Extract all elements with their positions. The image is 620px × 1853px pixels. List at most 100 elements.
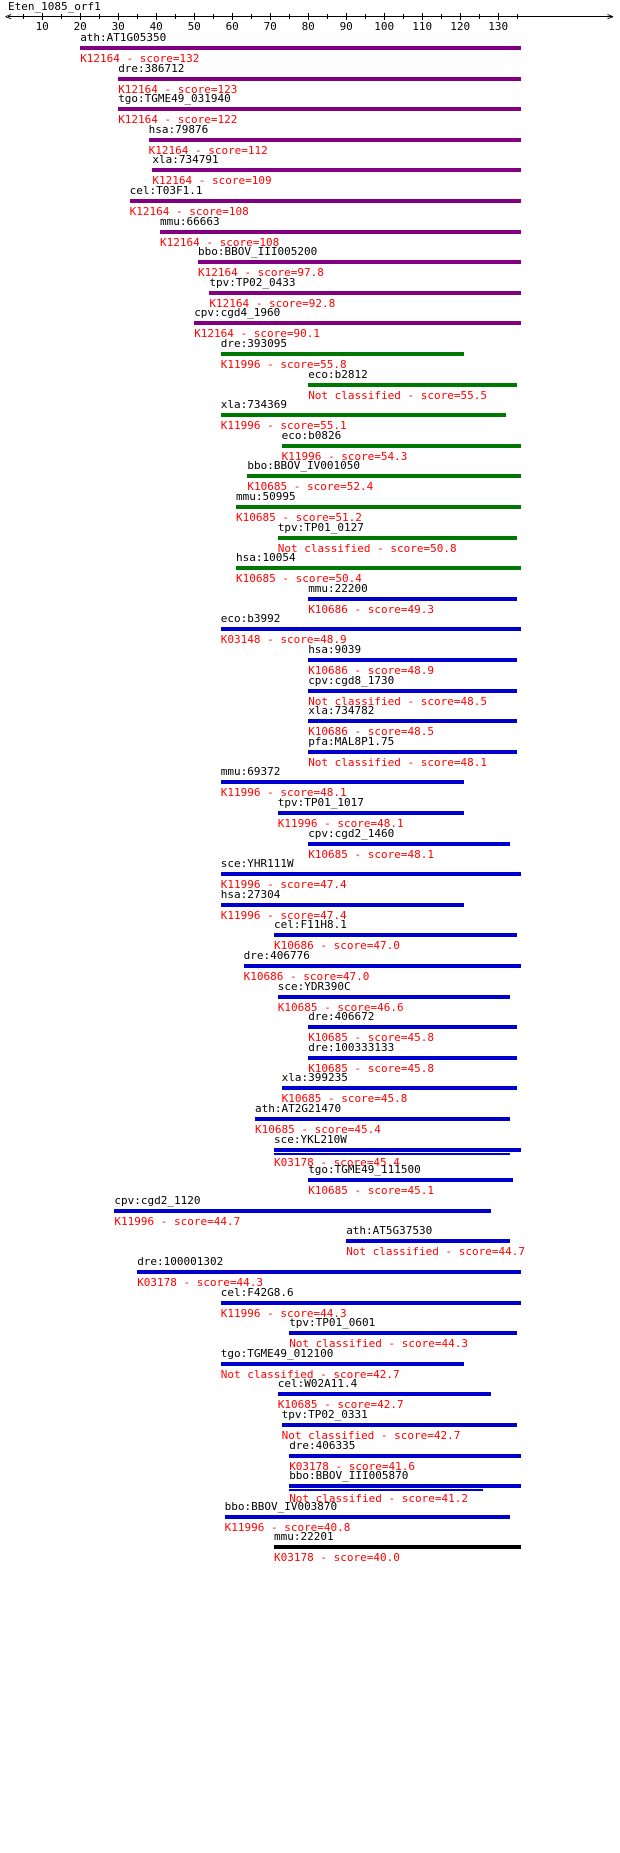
hit-gene-label[interactable]: xla:734782 (308, 704, 375, 718)
hit-score-label[interactable]: K10685 - score=45.1 (308, 1184, 435, 1198)
hit-score-label[interactable]: Not classified - score=44.7 (346, 1245, 525, 1259)
hit-gene-label[interactable]: pfa:MAL8P1.75 (308, 734, 395, 748)
hit-score-label[interactable]: K10685 - score=45.8 (281, 1092, 408, 1106)
hit-score-label[interactable]: K11996 - score=47.4 (220, 878, 347, 892)
hit-score-label[interactable]: K11996 - score=47.4 (220, 908, 347, 922)
hit-score-label[interactable]: K10685 - score=48.1 (308, 847, 435, 861)
hit-gene-label[interactable]: mmu:66663 (160, 214, 220, 228)
hit-gene-label[interactable]: mmu:69372 (220, 765, 281, 779)
hit-gene-label[interactable]: cpv:cgd4_1960 (194, 306, 281, 320)
hit-gene-label[interactable]: cel:W02A11.4 (277, 1377, 358, 1391)
hit-gene-label[interactable]: hsa:79876 (148, 122, 209, 136)
hit-score-label[interactable]: K11996 - score=55.1 (220, 419, 347, 433)
hit-gene-label[interactable]: hsa:10054 (236, 551, 296, 565)
hit-gene-label[interactable]: tgo:TGME49_012100 (220, 1346, 334, 1360)
hit-gene-label[interactable]: tpv:TP02_0331 (281, 1408, 368, 1421)
hit-gene-label[interactable]: dre:406335 (289, 1438, 356, 1452)
hit-score-label[interactable]: K10686 - score=47.0 (243, 970, 370, 983)
hit-score-label[interactable]: K10686 - score=47.0 (274, 939, 400, 953)
hit-score-label[interactable]: K10686 - score=48.9 (308, 664, 435, 677)
hit-gene-label[interactable]: bbo:BBOV_IV003870 (224, 1499, 338, 1513)
hit-score-label[interactable]: K10685 - score=42.7 (277, 1398, 404, 1412)
hit-score-label[interactable]: Not classified - score=41.2 (289, 1492, 468, 1506)
hit-score-label[interactable]: K10685 - score=52.4 (247, 480, 374, 494)
hit-gene-label[interactable]: hsa:27304 (220, 887, 281, 901)
hit-gene-label[interactable]: eco:b3992 (220, 612, 281, 626)
hit-gene-label[interactable]: eco:b0826 (281, 428, 342, 442)
hit-gene-label[interactable]: ath:AT1G05350 (80, 31, 167, 44)
hit-gene-label[interactable]: dre:100333133 (308, 1040, 395, 1054)
hit-gene-label[interactable]: tgo:TGME49_111500 (308, 1163, 421, 1177)
hit-score-label[interactable]: K10685 - score=51.2 (236, 511, 362, 524)
hit-gene-label[interactable]: dre:406776 (243, 949, 310, 962)
hit-gene-label[interactable]: ath:AT2G21470 (255, 1102, 342, 1115)
hit-gene-label[interactable]: cel:F11H8.1 (274, 918, 347, 932)
hit-gene-label[interactable]: ath:AT5G37530 (346, 1224, 433, 1238)
hit-gene-label[interactable]: dre:393095 (220, 337, 288, 350)
hit-score-label[interactable]: Not classified - score=48.5 (308, 694, 487, 708)
hit-score-label[interactable]: K10685 - score=45.8 (308, 1061, 435, 1075)
hit-score-label[interactable]: K11996 - score=44.3 (220, 1306, 347, 1320)
hit-score-label[interactable]: K11996 - score=44.7 (114, 1214, 241, 1228)
hit-score-label[interactable]: K10685 - score=50.4 (236, 572, 362, 586)
hit-gene-label[interactable]: tpv:TP01_0601 (289, 1316, 376, 1330)
hit-score-label[interactable]: K12164 - score=132 (80, 52, 200, 65)
hit-gene-label[interactable]: dre:100001302 (137, 1255, 224, 1268)
hit-gene-label[interactable]: sce:YKL210W (274, 1132, 347, 1146)
hit-score-label[interactable]: Not classified - score=44.3 (289, 1337, 468, 1351)
hit-score-label[interactable]: K11996 - score=40.8 (224, 1520, 351, 1534)
hit-gene-label[interactable]: mmu:22201 (274, 1530, 334, 1544)
hit-score-label[interactable]: K10685 - score=45.8 (308, 1031, 435, 1045)
hit-score-label[interactable]: Not classified - score=50.8 (277, 541, 457, 555)
hit-gene-label[interactable]: xla:734791 (152, 153, 219, 167)
hit-score-label[interactable]: Not classified - score=42.7 (220, 1367, 400, 1381)
hit-gene-label[interactable]: sce:YDR390C (277, 979, 351, 993)
hit-gene-label[interactable]: tpv:TP01_0127 (277, 520, 364, 534)
hit-score-label[interactable]: K12164 - score=90.1 (194, 327, 321, 341)
hit-gene-label[interactable]: cel:F42G8.6 (220, 1285, 294, 1299)
hit-score-label[interactable]: K10685 - score=45.4 (255, 1123, 381, 1136)
hit-gene-label[interactable]: eco:b2812 (308, 367, 368, 381)
hit-score-label[interactable]: K10686 - score=49.3 (308, 602, 435, 616)
hit-score-label[interactable]: K11996 - score=55.8 (220, 358, 347, 371)
hit-score-label[interactable]: K11996 - score=48.1 (277, 817, 404, 830)
hit-gene-label[interactable]: tpv:TP01_1017 (277, 796, 364, 809)
hit-gene-label[interactable]: tpv:TP02_0433 (209, 275, 296, 289)
hit-score-label[interactable]: K03148 - score=48.9 (220, 633, 347, 647)
hit-score-label[interactable]: K12164 - score=97.8 (198, 266, 324, 280)
hit-score-label[interactable]: Not classified - score=55.5 (308, 388, 487, 402)
hit-score-label[interactable]: K12164 - score=112 (148, 143, 268, 157)
hit-score-label[interactable]: K11996 - score=54.3 (281, 449, 408, 463)
hit-score-label[interactable]: K12164 - score=123 (118, 82, 238, 96)
hit-score-label[interactable]: K10685 - score=46.6 (277, 1000, 404, 1014)
hit-score-label[interactable]: Not classified - score=42.7 (281, 1429, 461, 1442)
hit-gene-label[interactable]: xla:734369 (220, 398, 288, 412)
hit-score-label[interactable]: K12164 - score=92.8 (209, 296, 336, 310)
hit-gene-label[interactable]: mmu:50995 (236, 490, 296, 503)
hit-gene-label[interactable]: dre:406672 (308, 1010, 375, 1024)
hit-gene-label[interactable]: bbo:BBOV_IV001050 (247, 459, 360, 473)
hit-score-label[interactable]: K03178 - score=41.6 (289, 1459, 416, 1473)
hit-score-label[interactable]: K12164 - score=108 (129, 205, 249, 218)
hit-gene-label[interactable]: hsa:9039 (308, 643, 362, 656)
hit-gene-label[interactable]: cpv:cgd2_1460 (308, 826, 395, 840)
hit-score-label[interactable]: K12164 - score=109 (152, 174, 272, 188)
hit-gene-label[interactable]: tgo:TGME49_031940 (118, 92, 231, 106)
hit-score-label[interactable]: Not classified - score=48.1 (308, 755, 487, 769)
hit-gene-label[interactable]: cpv:cgd2_1120 (114, 1193, 201, 1207)
hit-score-label[interactable]: K10686 - score=48.5 (308, 725, 435, 739)
hit-gene-label[interactable]: cel:T03F1.1 (129, 184, 203, 197)
hit-score-label[interactable]: K03178 - score=45.4 (274, 1155, 400, 1169)
hit-score-label[interactable]: K03178 - score=40.0 (274, 1551, 400, 1565)
hit-gene-label[interactable]: sce:YHR111W (220, 857, 294, 871)
hit-gene-label[interactable]: xla:399235 (281, 1071, 348, 1085)
hit-gene-label[interactable]: dre:386712 (118, 61, 185, 75)
hit-gene-label[interactable]: mmu:22200 (308, 581, 368, 595)
hit-gene-label[interactable]: bbo:BBOV_III005870 (289, 1469, 409, 1483)
hit-gene-label[interactable]: bbo:BBOV_III005200 (198, 245, 318, 259)
hit-score-label[interactable]: K12164 - score=122 (118, 113, 238, 127)
hit-gene-label[interactable]: cpv:cgd8_1730 (308, 673, 395, 687)
hit-score-label[interactable]: K11996 - score=48.1 (220, 786, 347, 800)
hit-score-label[interactable]: K12164 - score=108 (160, 235, 280, 249)
hit-score-label[interactable]: K03178 - score=44.3 (137, 1276, 264, 1289)
